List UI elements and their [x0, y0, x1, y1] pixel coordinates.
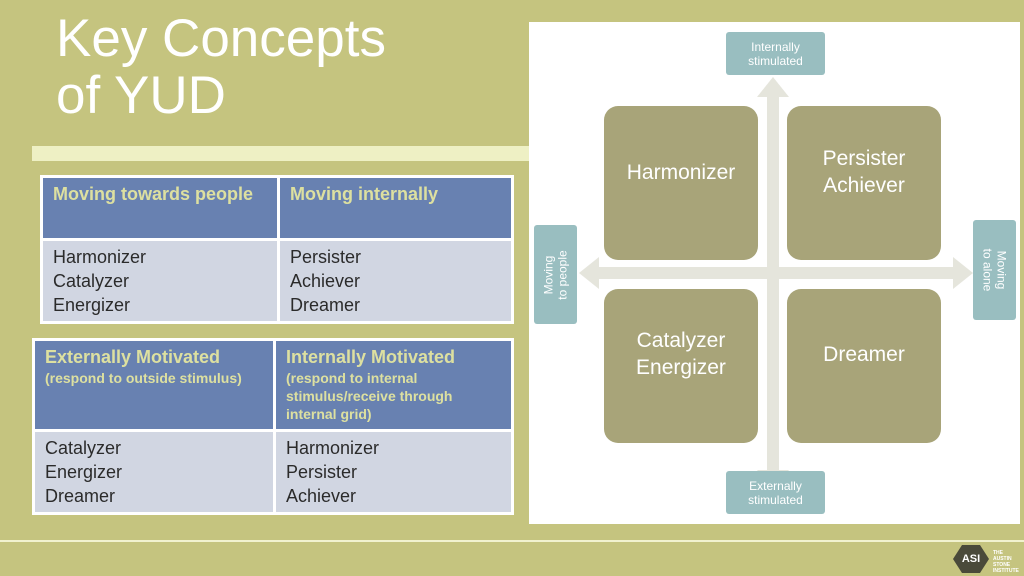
list-item: Harmonizer	[286, 438, 380, 458]
table-header-row: Externally Motivated (respond to outside…	[32, 338, 514, 432]
list-item: Energizer	[53, 295, 131, 315]
axis-label-text: Moving to people	[541, 249, 570, 300]
arrow-up-icon	[757, 77, 789, 97]
quadrant-label: Dreamer	[823, 342, 905, 366]
table-row: Catalyzer Energizer Dreamer Harmonizer P…	[32, 429, 514, 515]
quadrant-catalyzer-energizer: Catalyzer Energizer	[604, 289, 758, 443]
towards-people-cell: Harmonizer Catalyzer Energizer	[40, 238, 280, 324]
axis-label-moving-to-alone: Moving to alone	[973, 220, 1016, 320]
axis-label-text: Moving to alone	[980, 248, 1009, 292]
slide-title: Key Concepts of YUD	[56, 9, 386, 125]
accent-bar	[32, 146, 530, 161]
quadrant-label: Persister Achiever	[822, 147, 906, 197]
list-item: Persister	[286, 462, 358, 482]
list-item: Achiever	[286, 486, 357, 506]
arrow-right-icon	[953, 257, 973, 289]
quadrant-label: Catalyzer Energizer	[636, 329, 726, 379]
header-externally-motivated: Externally Motivated (respond to outside…	[32, 338, 276, 432]
quadrant-harmonizer: Harmonizer	[604, 106, 758, 260]
list-item: Catalyzer	[45, 438, 122, 458]
list-item: Energizer	[45, 462, 123, 482]
list-item: Catalyzer	[53, 271, 130, 291]
list-item: Dreamer	[45, 486, 116, 506]
vertical-axis	[767, 94, 779, 474]
axis-label-internally-stimulated: Internally stimulated	[726, 32, 825, 75]
motivation-table: Externally Motivated (respond to outside…	[32, 338, 514, 515]
internally-cell: Persister Achiever Dreamer	[277, 238, 514, 324]
quadrant-label: Harmonizer	[626, 160, 736, 184]
list-item: Achiever	[290, 271, 361, 291]
header-title: Internally Motivated	[286, 347, 456, 367]
header-moving-towards-people: Moving towards people	[40, 175, 280, 241]
movement-table: Moving towards people Moving internally …	[40, 175, 514, 324]
arrow-left-icon	[579, 257, 599, 289]
asi-logo: ASI	[953, 545, 989, 573]
horizontal-axis	[587, 267, 959, 279]
header-title: Externally Motivated	[45, 347, 221, 367]
internally-motivated-cell: Harmonizer Persister Achiever	[273, 429, 514, 515]
header-subtitle: (respond to outside stimulus)	[45, 370, 242, 386]
list-item: Persister	[290, 247, 362, 267]
header-moving-internally: Moving internally	[277, 175, 514, 241]
axis-label-moving-to-people: Moving to people	[534, 225, 577, 324]
externally-motivated-cell: Catalyzer Energizer Dreamer	[32, 429, 276, 515]
table-header-row: Moving towards people Moving internally	[40, 175, 514, 241]
footer-divider	[0, 540, 1024, 542]
quadrant-diagram: Harmonizer Persister Achiever Catalyzer …	[529, 22, 1020, 524]
header-internally-motivated: Internally Motivated (respond to interna…	[273, 338, 514, 432]
quadrant-persister-achiever: Persister Achiever	[787, 106, 941, 260]
table-row: Harmonizer Catalyzer Energizer Persister…	[40, 238, 514, 324]
list-item: Dreamer	[290, 295, 361, 315]
logo-wordmark: THE AUSTIN STONE INSTITUTE	[993, 550, 1019, 574]
axis-label-externally-stimulated: Externally stimulated	[726, 471, 825, 514]
quadrant-dreamer: Dreamer	[787, 289, 941, 443]
header-subtitle: (respond to internal stimulus/receive th…	[286, 370, 453, 422]
list-item: Harmonizer	[53, 247, 147, 267]
